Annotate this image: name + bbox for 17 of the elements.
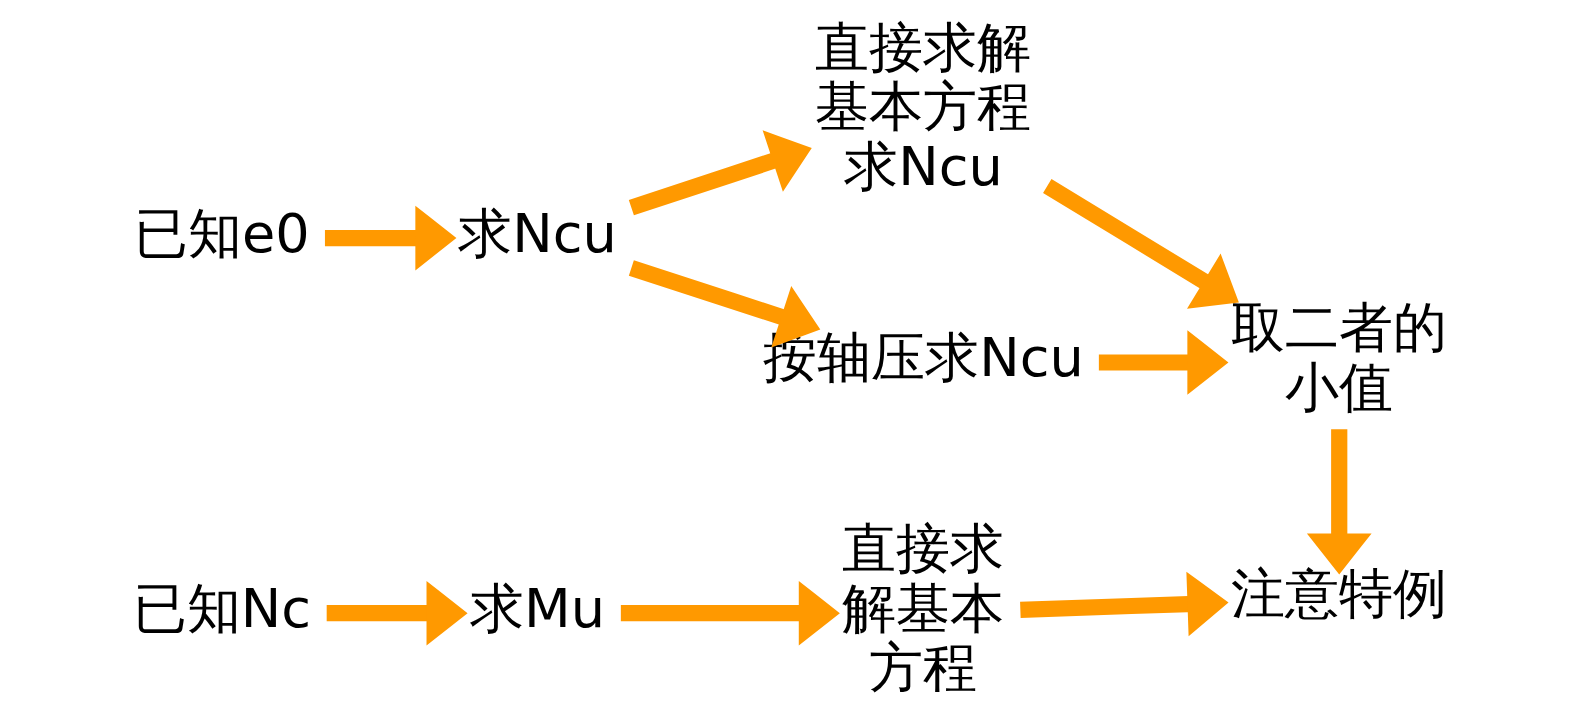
node-text: 已知Nc <box>132 576 311 640</box>
arrow <box>1043 179 1239 309</box>
node-text: 求Ncu <box>458 201 617 265</box>
node-text: 注意特例 <box>1231 562 1448 626</box>
arrow <box>326 580 468 646</box>
arrow <box>324 205 457 271</box>
arrow <box>620 580 840 646</box>
arrow <box>1306 429 1372 575</box>
node-text: 求Mu <box>469 576 605 640</box>
node-text: 直接求解基本方程 <box>842 517 1005 700</box>
node-text: 已知e0 <box>133 201 310 265</box>
arrow <box>1020 571 1229 637</box>
node-text: 直接求解基本方程求Ncu <box>815 15 1032 198</box>
arrow <box>628 130 812 216</box>
arrow <box>628 260 821 348</box>
node-text: 取二者的小值 <box>1231 296 1448 419</box>
arrow <box>1098 330 1229 395</box>
